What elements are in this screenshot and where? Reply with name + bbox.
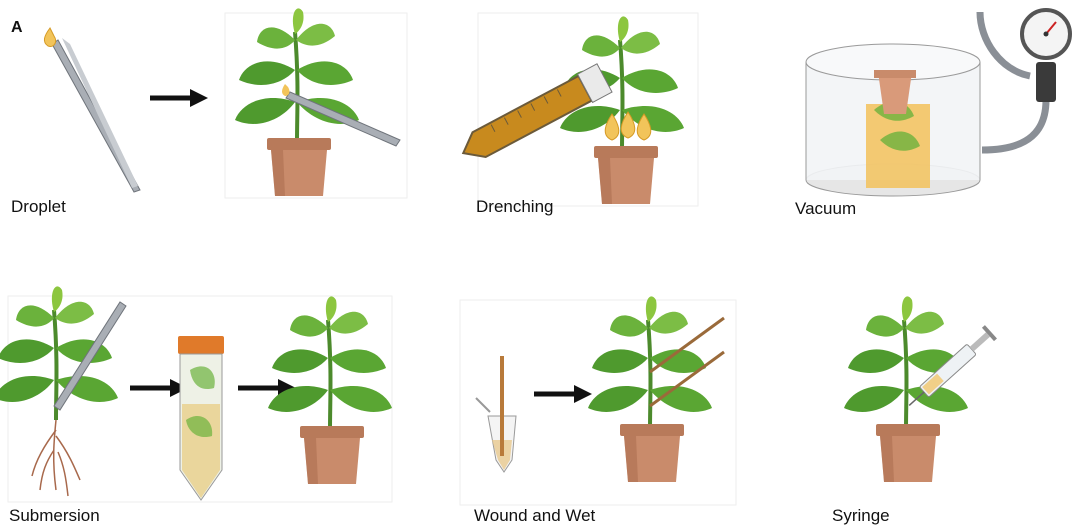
tweezers-icon	[52, 38, 140, 192]
pressure-gauge-icon	[980, 10, 1070, 150]
drench-droplets-icon	[605, 112, 651, 140]
submersion-arrow-1	[130, 379, 188, 397]
wound-pot	[620, 424, 684, 482]
roots-icon	[32, 420, 80, 496]
submersion-panel	[0, 286, 392, 502]
wound-arrow	[534, 385, 592, 403]
label-wound-and-wet: Wound and Wet	[474, 506, 595, 526]
droplet-icon	[44, 28, 55, 46]
vacuum-panel	[806, 10, 1070, 196]
wound-and-wet-panel	[460, 296, 736, 505]
leaf-droplet-icon	[282, 84, 289, 96]
drenching-panel	[456, 13, 698, 206]
microtube-icon	[476, 356, 516, 472]
wound-plant	[588, 296, 712, 430]
droplet-arrow	[150, 89, 208, 107]
submersion-pot	[300, 426, 364, 484]
label-drenching: Drenching	[476, 197, 554, 217]
label-vacuum: Vacuum	[795, 199, 856, 219]
label-syringe: Syringe	[832, 506, 890, 526]
vacuum-chamber-icon	[806, 44, 980, 196]
label-droplet: Droplet	[11, 197, 66, 217]
drenching-pot	[594, 146, 658, 204]
syringe-panel	[844, 296, 997, 482]
label-submersion: Submersion	[9, 506, 100, 526]
panel-letter: A	[11, 19, 23, 37]
tweezers-on-leaf-icon	[286, 92, 400, 146]
droplet-pot	[267, 138, 331, 196]
droplet-panel	[44, 8, 407, 198]
submersion-plant-right	[268, 296, 392, 430]
falcon-tube-icon	[178, 336, 224, 500]
syringe-pot	[876, 424, 940, 482]
